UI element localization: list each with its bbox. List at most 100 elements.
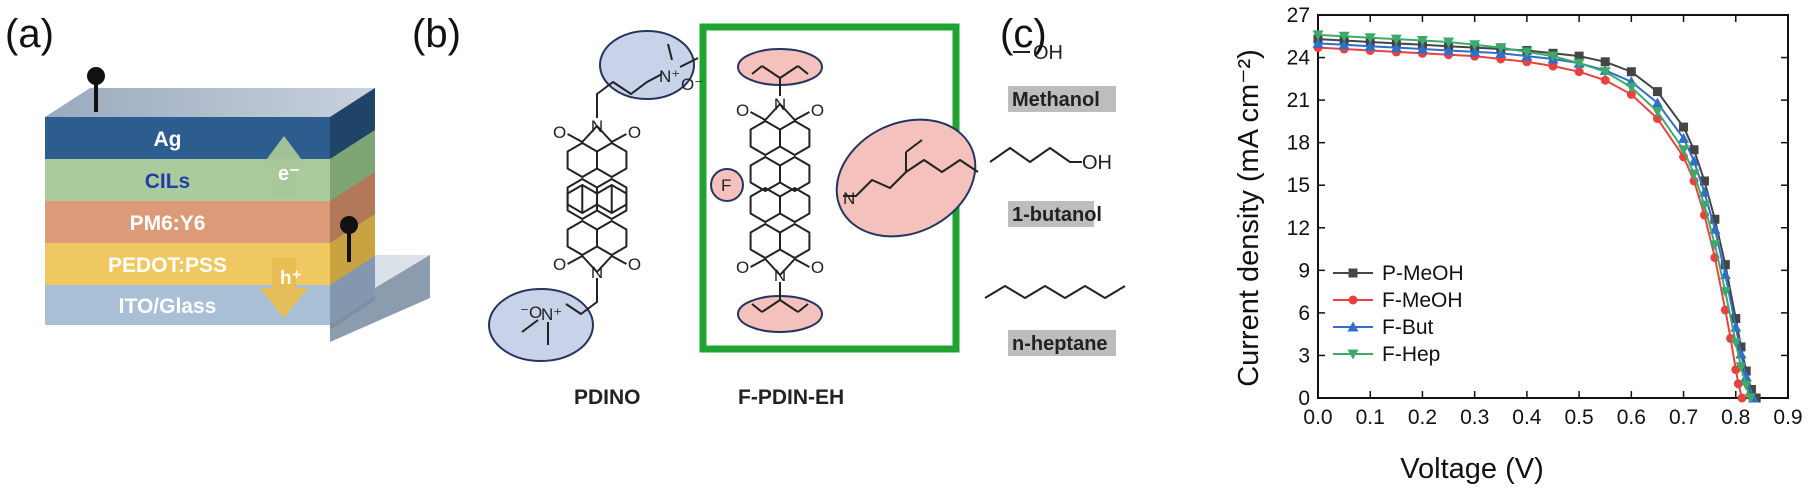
pdino-bottom-sidechain-highlight [488, 288, 594, 362]
legend-marker-P-MeOH [1348, 268, 1358, 278]
pdino-bottom-nplus: N⁺ [541, 305, 562, 324]
pdino-top-chain [596, 73, 663, 118]
fpdin-top-oxygen-left: O [736, 101, 749, 120]
data-point-P-MeOH [1741, 366, 1751, 376]
data-point-P-MeOH [1736, 342, 1746, 352]
layer-side-1 [330, 130, 375, 201]
data-point-F-MeOH [1548, 61, 1558, 71]
fpdin-imide-bonds [750, 103, 810, 276]
data-point-F-But [1651, 97, 1663, 108]
data-point-F-But [1338, 39, 1350, 50]
plot-frame [1317, 14, 1789, 399]
data-point-F-But [1469, 46, 1481, 57]
data-point-F-Hep [1416, 36, 1428, 47]
legend-marker-F-But [1347, 321, 1359, 332]
methanol-label: Methanol [1012, 89, 1100, 111]
x-tick-label: 0.6 [1617, 406, 1646, 429]
data-point-F-Hep [1390, 34, 1402, 45]
pdino-ring-4 [596, 142, 628, 178]
x-tick-label: 0.4 [1512, 406, 1542, 429]
y-tick-label: 15 [1287, 174, 1310, 197]
data-point-F-But [1390, 42, 1402, 53]
hole-label: h⁺ [280, 268, 302, 289]
layer-label-4: ITO/Glass [119, 295, 217, 318]
data-point-F-MeOH [1733, 379, 1743, 389]
data-point-F-Hep [1678, 145, 1690, 156]
methanol-label-bg [1008, 86, 1116, 112]
fpdin-label: F-PDIN-EH [738, 386, 844, 409]
data-point-F-But [1312, 37, 1324, 48]
pdino-bottom-oxygen-left: O [553, 255, 566, 274]
heptane-structure [984, 285, 1126, 299]
legend-marker-F-Hep [1347, 349, 1359, 360]
data-point-F-Hep [1573, 58, 1585, 69]
data-point-F-Hep [1547, 51, 1559, 62]
data-point-P-MeOH [1689, 145, 1699, 155]
data-point-F-Hep [1521, 47, 1533, 58]
legend-marker-F-MeOH [1348, 295, 1358, 305]
data-point-F-But [1364, 40, 1376, 51]
legend-label-F-But: F-But [1382, 316, 1434, 339]
data-point-F-Hep [1312, 30, 1324, 41]
data-point-F-MeOH [1600, 75, 1610, 85]
data-point-F-Hep [1651, 106, 1663, 117]
data-point-F-Hep [1469, 40, 1481, 51]
substrate-side-face [330, 255, 430, 342]
data-point-F-Hep [1599, 67, 1611, 78]
data-point-F-MeOH [1574, 67, 1584, 77]
fpdin-top-chain [751, 65, 809, 96]
data-point-P-MeOH [1626, 67, 1636, 77]
pdino-bay-bonds [581, 185, 613, 213]
x-tick-label: 0.1 [1356, 406, 1385, 429]
layer-side-0 [330, 88, 375, 159]
layer-label-2: PM6:Y6 [130, 212, 206, 235]
data-point-P-MeOH [1731, 314, 1741, 324]
pdino-top-methyl-1 [667, 43, 673, 61]
legend-label-P-MeOH: P-MeOH [1382, 262, 1464, 285]
y-axis-title: Current density (mA cm⁻²) [1233, 49, 1265, 387]
data-point-P-MeOH [1720, 260, 1730, 270]
data-point-F-MeOH [1731, 365, 1741, 375]
fpdin-bay-sidechain-highlight [835, 118, 977, 238]
pdino-bottom-nitrogen: N [591, 263, 603, 282]
layer-side-4 [330, 256, 375, 325]
pdino-ring-6 [596, 184, 628, 220]
data-point-F-Hep [1364, 33, 1376, 44]
legend-label-F-MeOH: F-MeOH [1382, 289, 1463, 312]
legend-label-F-Hep: F-Hep [1382, 343, 1440, 366]
fpdin-ring-4 [779, 120, 811, 156]
y-tick-label: 0 [1298, 387, 1310, 410]
data-point-F-Hep [1495, 43, 1507, 54]
heptane-label-bg [1008, 330, 1116, 356]
pdino-bottom-methyl-2 [521, 319, 539, 333]
top-probe-icon [87, 67, 105, 85]
pdino-bottom-chain [565, 278, 598, 315]
data-point-F-Hep [1688, 169, 1700, 180]
layer-label-0: Ag [154, 128, 182, 151]
pdino-imide-bonds [567, 125, 627, 273]
data-point-P-MeOH [1679, 122, 1689, 132]
x-tick-label: 0.8 [1721, 406, 1750, 429]
fpdin-bay-bonds [764, 188, 796, 191]
fpdin-ring-6 [779, 187, 811, 223]
fpdin-top-nitrogen: N [774, 95, 786, 114]
data-point-F-But [1678, 132, 1690, 143]
data-point-P-MeOH [1652, 87, 1662, 97]
hole-arrow [260, 258, 308, 318]
x-tick-label: 0.2 [1408, 406, 1437, 429]
pdino-top-methyl-2 [679, 57, 699, 68]
y-tick-label: 12 [1287, 217, 1310, 240]
data-point-F-MeOH [1737, 393, 1747, 403]
y-tick-label: 24 [1287, 47, 1311, 70]
pdino-bottom-oxygen-right: O [628, 255, 641, 274]
data-point-P-MeOH [1710, 214, 1720, 224]
x-tick-label: 0.3 [1460, 406, 1489, 429]
fpdin-bottom-nitrogen: N [774, 266, 786, 285]
pdino-ring-7 [596, 220, 628, 256]
data-point-P-MeOH [1699, 176, 1709, 186]
layer-label-1: CILs [145, 170, 191, 193]
data-point-F-Hep [1744, 393, 1756, 404]
data-point-F-Hep [1338, 31, 1350, 42]
